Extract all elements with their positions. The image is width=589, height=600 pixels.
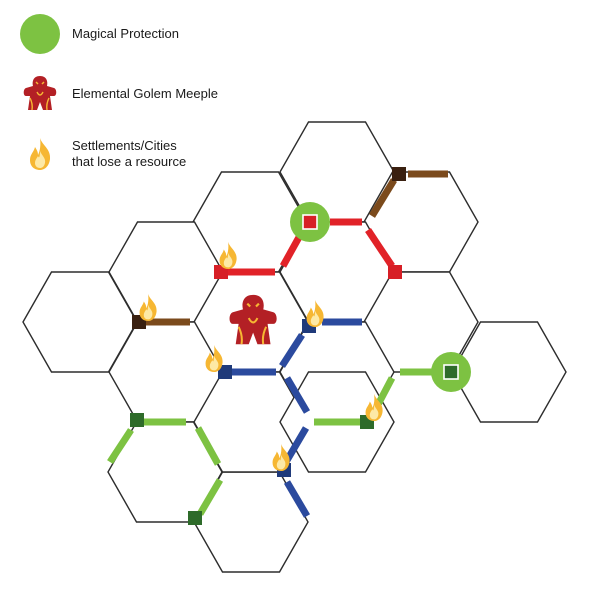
flame-icon: [20, 134, 60, 174]
road-green-16: [196, 478, 224, 516]
legend-label-golem: Elemental Golem Meeple: [72, 86, 218, 101]
green-circle-icon: [20, 14, 60, 54]
settlement-10: [188, 511, 202, 525]
settlement-6: [218, 365, 232, 379]
road-red-3: [365, 228, 395, 268]
flame-icon-1: [139, 293, 157, 322]
road-green-14: [107, 428, 134, 464]
settlement-2: [388, 265, 402, 279]
road-blue-11: [282, 426, 310, 464]
settlement-0: [302, 214, 318, 230]
flame-icon-0: [219, 241, 237, 270]
golem-meeple-icon: [20, 74, 60, 114]
fires: [139, 241, 383, 472]
hex-tile-8: [451, 321, 567, 423]
road-blue-8: [279, 333, 305, 368]
flame-icon-4: [365, 393, 383, 422]
legend-magical-protection: Magical Protection: [20, 14, 179, 54]
road-blue-12: [283, 480, 311, 518]
flame-icon-5: [272, 443, 290, 472]
road-blue-10: [283, 376, 311, 414]
golem-meeple: [229, 294, 277, 345]
hex-grid: [22, 121, 567, 573]
road-brown-4: [369, 178, 397, 218]
legend-golem: Elemental Golem Meeple: [20, 74, 218, 114]
legend-label-magic: Magical Protection: [72, 26, 179, 41]
legend-label-fire: Settlements/Cities that lose a resource: [72, 138, 187, 169]
legend-settlements: Settlements/Cities that lose a resource: [20, 134, 186, 174]
settlement-9: [130, 413, 144, 427]
golem-meeple-icon: [229, 294, 277, 345]
settlement-1: [214, 265, 228, 279]
legend: Magical Protection Elemental Golem Meepl…: [0, 0, 300, 190]
flame-icon-3: [205, 344, 223, 373]
settlement-3: [392, 167, 406, 181]
road-green-15: [194, 426, 222, 466]
flame-icon-2: [306, 299, 324, 328]
settlement-11: [443, 364, 459, 380]
